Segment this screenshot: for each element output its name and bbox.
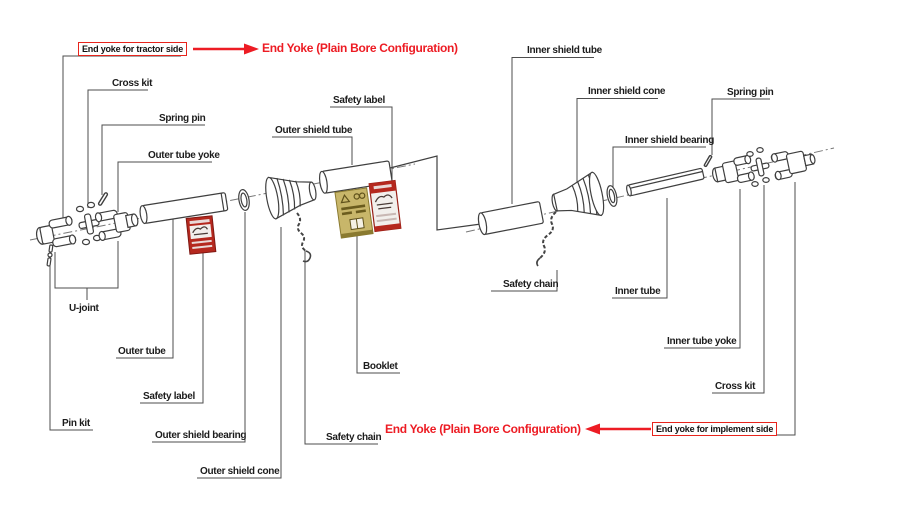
label-inner-shield-cone: Inner shield cone xyxy=(588,86,666,97)
label-cross-kit-left: Cross kit xyxy=(112,78,153,89)
title-plain-bore-bottom: End Yoke (Plain Bore Configuration) xyxy=(385,422,581,436)
label-booklet: Booklet xyxy=(363,361,398,372)
label-outer-tube: Outer tube xyxy=(118,346,166,357)
safety-label-shield-drawing xyxy=(368,179,402,233)
inner-shield-cone-drawing xyxy=(551,171,605,217)
pin-kit-drawing xyxy=(46,244,54,267)
cross-kit-right-drawing xyxy=(746,147,770,188)
label-outer-tube-yoke: Outer tube yoke xyxy=(148,150,220,161)
label-outer-shield-bearing: Outer shield bearing xyxy=(155,430,247,441)
label-end-yoke-tractor-side: End yoke for tractor side xyxy=(78,42,188,56)
label-outer-shield-tube: Outer shield tube xyxy=(275,125,353,136)
label-outer-shield-cone: Outer shield cone xyxy=(200,466,280,477)
inner-tube-drawing xyxy=(626,167,705,197)
outer-tube-yoke-drawing xyxy=(94,209,139,242)
label-pin-kit: Pin kit xyxy=(62,418,90,429)
label-safety-chain-left: Safety chain xyxy=(326,432,382,443)
safety-chain-right-drawing xyxy=(536,211,557,267)
label-end-yoke-implement-side: End yoke for implement side xyxy=(652,422,778,436)
safety-chain-left-drawing xyxy=(296,212,312,263)
inner-shield-bearing-drawing xyxy=(606,185,618,207)
safety-label-outer-tube-drawing xyxy=(185,215,217,255)
outer-shield-bearing-drawing xyxy=(238,189,250,211)
label-u-joint: U-joint xyxy=(69,303,99,314)
title-plain-bore-top: End Yoke (Plain Bore Configuration) xyxy=(262,41,458,55)
label-inner-tube: Inner tube xyxy=(615,286,661,297)
spring-pin-right-drawing xyxy=(703,154,713,168)
label-safety-chain-right: Safety chain xyxy=(503,279,559,290)
booklet-drawing xyxy=(334,187,374,239)
label-spring-pin-left: Spring pin xyxy=(159,113,206,124)
inner-shield-tube-drawing xyxy=(477,201,544,236)
label-inner-tube-yoke: Inner tube yoke xyxy=(667,336,737,347)
spring-pin-left-drawing xyxy=(97,192,109,206)
label-safety-label-top: Safety label xyxy=(333,95,385,106)
cross-kit-left-drawing xyxy=(75,201,102,246)
label-spring-pin-right: Spring pin xyxy=(727,87,774,98)
arrow-to-top-title xyxy=(193,43,259,55)
label-inner-shield-bearing: Inner shield bearing xyxy=(625,135,715,146)
end-yoke-tractor-drawing xyxy=(35,215,77,248)
outer-shield-cone-drawing xyxy=(265,176,317,220)
label-cross-kit-right: Cross kit xyxy=(715,381,756,392)
label-safety-label-bottom: Safety label xyxy=(143,391,195,402)
inner-tube-yoke-drawing xyxy=(711,154,755,184)
leader-lines xyxy=(49,55,796,479)
arrow-to-bottom-title xyxy=(585,423,651,435)
outer-tube-drawing xyxy=(139,192,229,225)
label-inner-shield-tube: Inner shield tube xyxy=(527,45,602,56)
connector-line xyxy=(389,155,482,231)
end-yoke-implement-drawing xyxy=(770,150,816,181)
